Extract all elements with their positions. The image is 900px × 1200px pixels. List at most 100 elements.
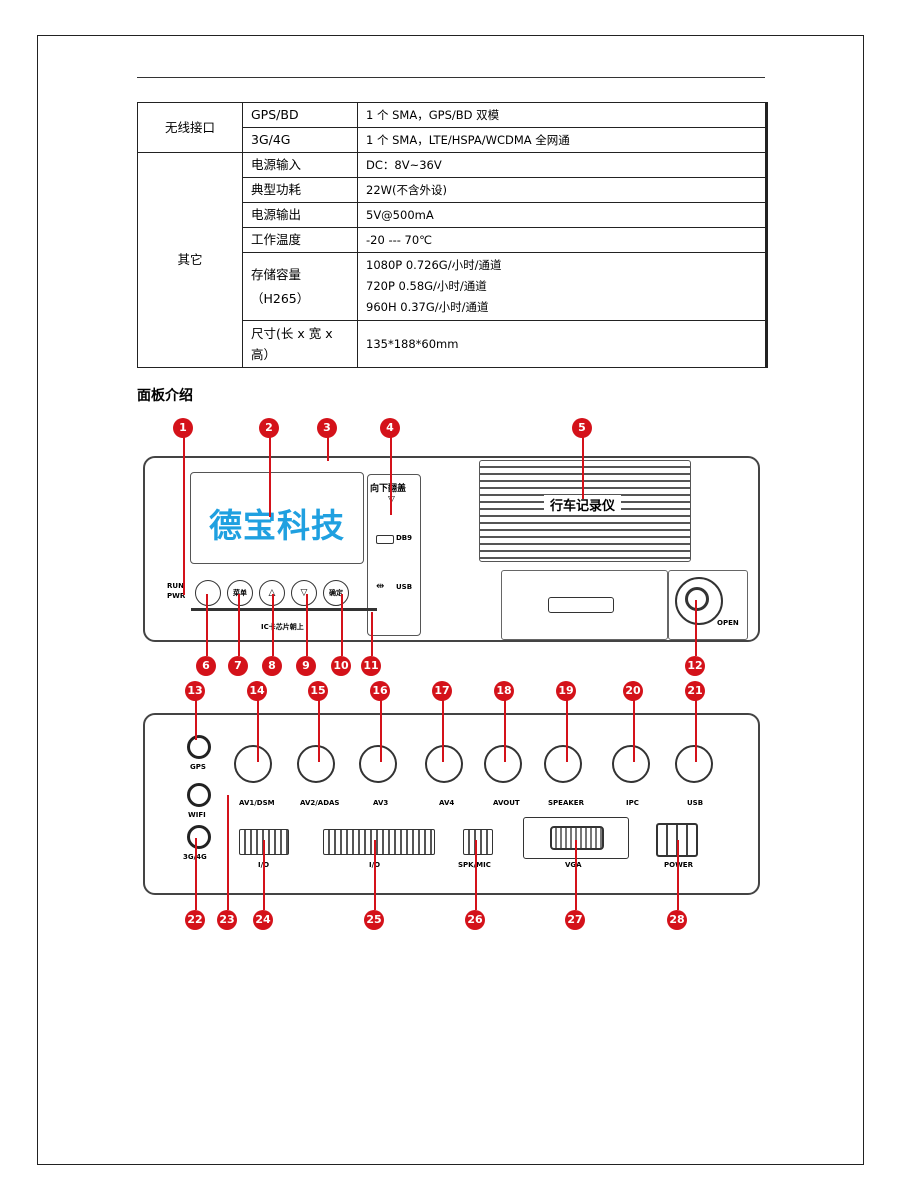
3g4g-label: 3G/4G: [183, 853, 207, 861]
storage-slot: [501, 570, 668, 640]
callout-pointer: [272, 594, 274, 656]
callout-badge: 9: [296, 656, 316, 676]
callout-badge: 7: [228, 656, 248, 676]
callout-pointer: [677, 840, 679, 910]
ipc-connector[interactable]: [612, 745, 650, 783]
callout-pointer: [504, 700, 506, 762]
value-cell: DC：8V~36V: [357, 152, 768, 178]
section-heading: 面板介绍: [137, 388, 193, 404]
callout-badge: 20: [623, 681, 643, 701]
callout-badge: 3: [317, 418, 337, 438]
speaker-connector[interactable]: [544, 745, 582, 783]
avout-connector[interactable]: [484, 745, 522, 783]
value-cell: 1 个 SMA，GPS/BD 双模: [357, 102, 768, 128]
value-cell: 22W(不含外设): [357, 177, 768, 203]
field-cell: 电源输入: [242, 152, 358, 178]
callout-badge: 17: [432, 681, 452, 701]
callout-badge: 16: [370, 681, 390, 701]
arrow-down-icon: ▽: [300, 588, 308, 598]
av4-connector[interactable]: [425, 745, 463, 783]
spec-table: 无线接口 GPS/BD 1 个 SMA，GPS/BD 双模 3G/4G 1 个 …: [137, 102, 768, 368]
field-cell: 典型功耗: [242, 177, 358, 203]
connector-label: IPC: [626, 799, 639, 807]
callout-pointer: [238, 594, 240, 656]
3g4g-port[interactable]: [187, 825, 211, 849]
menu-button[interactable]: 菜单: [227, 580, 253, 606]
callout-badge: 4: [380, 418, 400, 438]
callout-badge: 12: [685, 656, 705, 676]
slot-cover: 向下翻盖 ▽ DB9 ⇹ USB: [367, 474, 421, 636]
db9-icon: [376, 535, 394, 544]
io-port-2[interactable]: [323, 829, 435, 855]
callout-pointer: [327, 437, 329, 461]
av2-connector[interactable]: [297, 745, 335, 783]
callout-pointer: [206, 594, 208, 656]
usb-connector[interactable]: [675, 745, 713, 783]
field-cell: GPS/BD: [242, 102, 358, 128]
av3-connector[interactable]: [359, 745, 397, 783]
confirm-button[interactable]: 确定: [323, 580, 349, 606]
table-row: 其它 电源输入 DC：8V~36V: [137, 152, 768, 368]
run-label: RUN: [167, 582, 184, 590]
ic-card-slot: [191, 608, 377, 611]
spk-mic-port[interactable]: [463, 829, 493, 855]
callout-pointer: [380, 700, 382, 762]
callout-pointer: [442, 700, 444, 762]
callout-badge: 10: [331, 656, 351, 676]
field-cell: 尺寸(长 x 宽 x 高）: [242, 320, 358, 368]
callout-badge: 26: [465, 910, 485, 930]
callout-pointer: [566, 700, 568, 762]
callout-pointer: [695, 600, 697, 656]
callout-pointer: [257, 700, 259, 762]
callout-badge: 8: [262, 656, 282, 676]
callout-badge: 5: [572, 418, 592, 438]
value-cell: 5V@500mA: [357, 202, 768, 228]
connector-label: AV2/ADAS: [300, 799, 340, 807]
header-rule: [137, 77, 765, 78]
lock-core: [685, 587, 709, 611]
front-panel: 德宝科技 向下翻盖 ▽ DB9 ⇹ USB 行车记录仪 OPEN RUN PWR…: [143, 456, 760, 642]
field-cell: 3G/4G: [242, 127, 358, 153]
category-cell: 其它: [137, 152, 243, 368]
callout-badge: 1: [173, 418, 193, 438]
connector-label: AV4: [439, 799, 455, 807]
usb-icon: ⇹: [376, 581, 385, 592]
table-row: 存储容量 （H265） 1080P 0.726G/小时/通道 720P 0.58…: [138, 252, 768, 321]
callout-pointer: [195, 700, 197, 740]
value-line: 720P 0.58G/小时/通道: [366, 279, 487, 293]
callout-pointer: [575, 840, 577, 910]
value-line: 960H 0.37G/小时/通道: [366, 300, 489, 314]
power-button[interactable]: [195, 580, 221, 606]
lock-icon[interactable]: [675, 577, 723, 625]
value-cell: 1080P 0.726G/小时/通道 720P 0.58G/小时/通道 960H…: [357, 252, 768, 321]
connector-label: USB: [687, 799, 704, 807]
value-cell: 135*188*60mm: [357, 320, 768, 368]
open-label: OPEN: [717, 619, 739, 627]
av1-connector[interactable]: [234, 745, 272, 783]
slot-label: 向下翻盖: [370, 484, 407, 494]
table-row: 典型功耗 22W(不含外设): [138, 177, 768, 203]
table-row: 3G/4G 1 个 SMA，LTE/HSPA/WCDMA 全网通: [138, 127, 768, 153]
lcd-screen: 德宝科技: [190, 472, 364, 564]
callout-badge: 19: [556, 681, 576, 701]
connector-label: AVOUT: [493, 799, 520, 807]
table-row: 工作温度 -20 --- 70℃: [138, 227, 768, 253]
wifi-port[interactable]: [187, 783, 211, 807]
vga-label: VGA: [565, 861, 582, 869]
callout-badge: 18: [494, 681, 514, 701]
callout-badge: 27: [565, 910, 585, 930]
callout-pointer: [306, 594, 308, 656]
callout-badge: 6: [196, 656, 216, 676]
field-cell: 工作温度: [242, 227, 358, 253]
page-border: [37, 35, 864, 1165]
recorder-grille: 行车记录仪: [479, 460, 691, 562]
brand-logo: 德宝科技: [209, 506, 345, 545]
callout-pointer: [195, 838, 197, 910]
callout-badge: 22: [185, 910, 205, 930]
down-button[interactable]: ▽: [291, 580, 317, 606]
connector-label: AV3: [373, 799, 389, 807]
callout-badge: 24: [253, 910, 273, 930]
callout-pointer: [633, 700, 635, 762]
callout-pointer: [695, 700, 697, 762]
gps-port[interactable]: [187, 735, 211, 759]
